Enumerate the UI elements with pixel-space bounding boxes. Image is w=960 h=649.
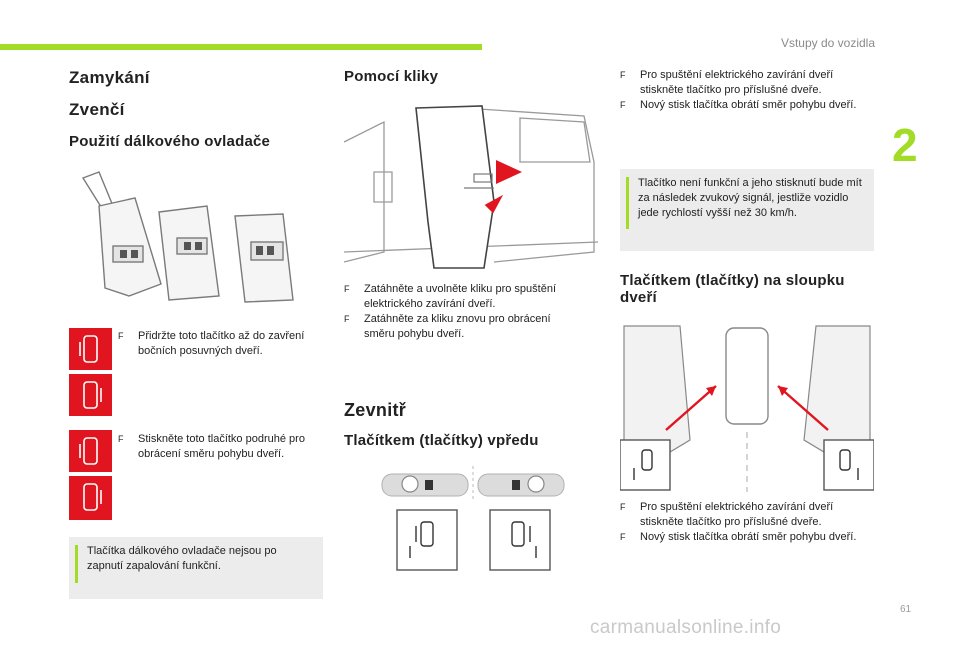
remote-button-tile-3: [69, 430, 112, 472]
section-pillar-buttons: Tlačítkem (tlačítky) na sloupku dveří: [620, 272, 845, 306]
key-fob-icon: [81, 171, 294, 303]
van-door-icon: [79, 437, 98, 465]
van-door-icon: [79, 335, 98, 363]
note-remote: Tlačítka dálkového ovladače nejsou po za…: [69, 537, 323, 599]
door-button-icon: [409, 521, 537, 558]
front-buttons-figure: [380, 466, 570, 576]
key-fob-figure: [69, 166, 323, 306]
handle-figure: [344, 102, 598, 274]
section-front-buttons: Tlačítkem (tlačítky) vpředu: [344, 432, 539, 449]
watermark: carmanualsonline.info: [590, 617, 782, 638]
note-speed: Tlačítko není funkční a jeho stisknutí b…: [620, 169, 874, 251]
chapter-number: 2: [892, 119, 918, 171]
van-door-icon: [83, 381, 102, 409]
subtitle-zvenci: Zvenčí: [69, 100, 125, 119]
running-header: Vstupy do vozidla: [780, 36, 875, 50]
header-accent-bar: [0, 44, 482, 50]
remote-button-tile-1: [69, 328, 112, 370]
door-button-icon: [633, 449, 859, 480]
title-zevnitr: Zevnitř: [344, 400, 407, 420]
section-handle: Pomocí kliky: [344, 68, 439, 85]
section-remote: Použití dálkového ovladače: [69, 133, 271, 150]
page-number: 61: [900, 604, 912, 615]
info-bar-icon: [626, 177, 629, 229]
remote-button-tile-2: [69, 374, 112, 416]
title-zamykani: Zamykání: [69, 68, 150, 87]
van-door-icon: [83, 483, 102, 511]
info-bar-icon: [75, 545, 78, 583]
remote-button-tile-4: [69, 476, 112, 520]
pillar-buttons-figure: [620, 320, 874, 492]
